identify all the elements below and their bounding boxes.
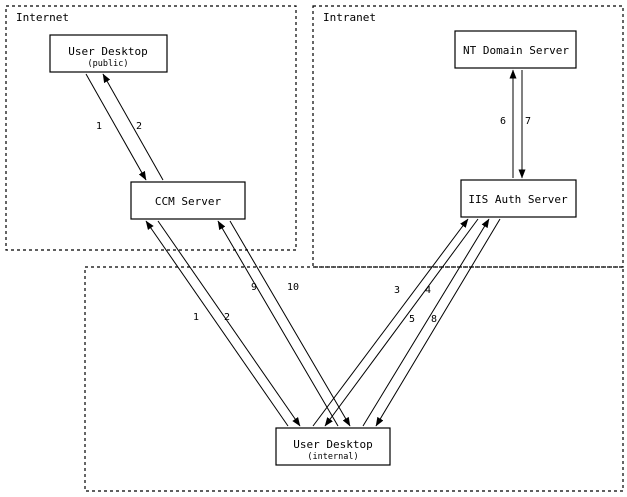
edge-4-line: [324, 218, 479, 427]
zone-internet-boundary: [5, 5, 297, 251]
edge-8-line: [375, 218, 501, 427]
zone-intranet: Intranet: [312, 5, 624, 268]
edge-label-3: 3: [394, 285, 400, 296]
node-user-desktop-internal[interactable]: User Desktop (internal): [275, 427, 391, 466]
user-desktop-internal-title: User Desktop: [293, 438, 372, 451]
edge-3-line: [312, 218, 469, 427]
ccm-server-box[interactable]: [130, 181, 246, 220]
nt-domain-server-box[interactable]: [454, 30, 577, 69]
zone-internet-label: Internet: [16, 11, 69, 24]
edge-label-7: 7: [525, 116, 531, 127]
user-desktop-public-box[interactable]: [49, 34, 168, 73]
iis-auth-server-title: IIS Auth Server: [468, 193, 568, 206]
edge-label-5: 5: [409, 314, 415, 325]
node-user-desktop-public[interactable]: User Desktop (public): [49, 34, 168, 73]
user-desktop-internal-box[interactable]: [275, 427, 391, 466]
edge-5-line: [362, 218, 490, 427]
user-desktop-public-subtitle: (public): [88, 59, 129, 69]
edge-label-1-public: 1: [96, 121, 102, 132]
node-nt-domain-server[interactable]: NT Domain Server: [454, 30, 577, 69]
node-iis-auth-server[interactable]: IIS Auth Server: [460, 179, 577, 218]
user-desktop-internal-subtitle: (internal): [307, 452, 358, 462]
iis-auth-server-box[interactable]: [460, 179, 577, 218]
edge-label-2-public: 2: [136, 121, 142, 132]
edge-label-9: 9: [251, 282, 257, 293]
edge-label-1-internal: 1: [193, 312, 199, 323]
node-ccm-server[interactable]: CCM Server: [130, 181, 246, 220]
edge-2-public-line: [102, 73, 164, 181]
zone-internal-lan-boundary: [84, 266, 624, 492]
edge-label-6: 6: [500, 116, 506, 127]
edge-label-10: 10: [287, 282, 299, 293]
zone-intranet-boundary: [312, 5, 624, 268]
zone-internet: Internet: [5, 5, 297, 251]
edge-label-2-internal: 2: [224, 312, 230, 323]
edge-9-line: [217, 220, 339, 427]
edge-label-4: 4: [425, 285, 431, 296]
zone-intranet-label: Intranet: [323, 11, 376, 24]
ccm-server-title: CCM Server: [155, 195, 222, 208]
edge-1-public-line: [85, 73, 147, 181]
zone-internal-lan: [84, 266, 624, 492]
edge-2-internal-line: [157, 220, 301, 427]
edge-label-8: 8: [431, 314, 437, 325]
edge-10-line: [229, 220, 351, 427]
nt-domain-server-title: NT Domain Server: [463, 44, 569, 57]
edge-1-internal-line: [145, 220, 289, 427]
user-desktop-public-title: User Desktop: [68, 45, 147, 58]
